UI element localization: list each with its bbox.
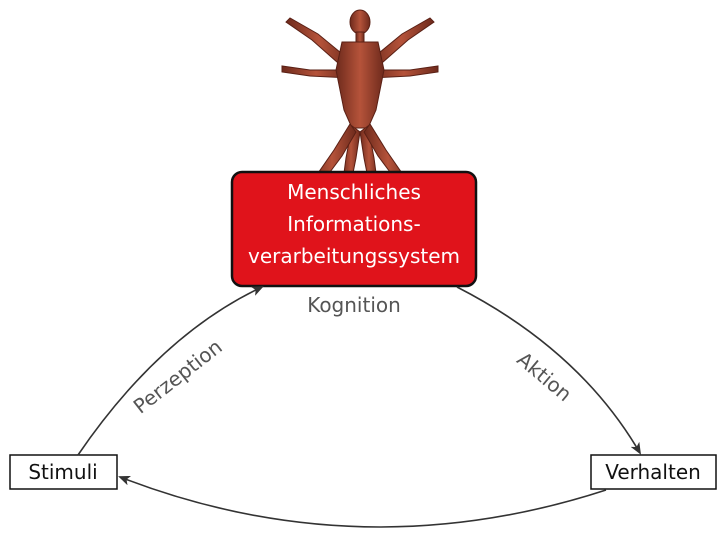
central-box	[230, 170, 478, 288]
arrow-perzeption	[77, 286, 264, 456]
edge-label-aktion: Aktion	[512, 347, 576, 406]
right-node-label: Verhalten	[605, 460, 701, 484]
arrow-aktion	[456, 286, 642, 455]
right-node-box	[590, 454, 717, 490]
central-caption: Kognition	[307, 293, 401, 317]
central-box-line3: verarbeitungssystem	[248, 244, 460, 268]
left-node-box	[9, 454, 118, 490]
anatomical-human-figure	[281, 9, 439, 194]
central-box-line2: Informations-	[287, 212, 420, 236]
arrow-feedback	[118, 475, 607, 528]
left-node-label: Stimuli	[28, 460, 97, 484]
central-box-line1: Menschliches	[287, 180, 421, 204]
edge-label-perzeption: Perzeption	[129, 334, 227, 418]
